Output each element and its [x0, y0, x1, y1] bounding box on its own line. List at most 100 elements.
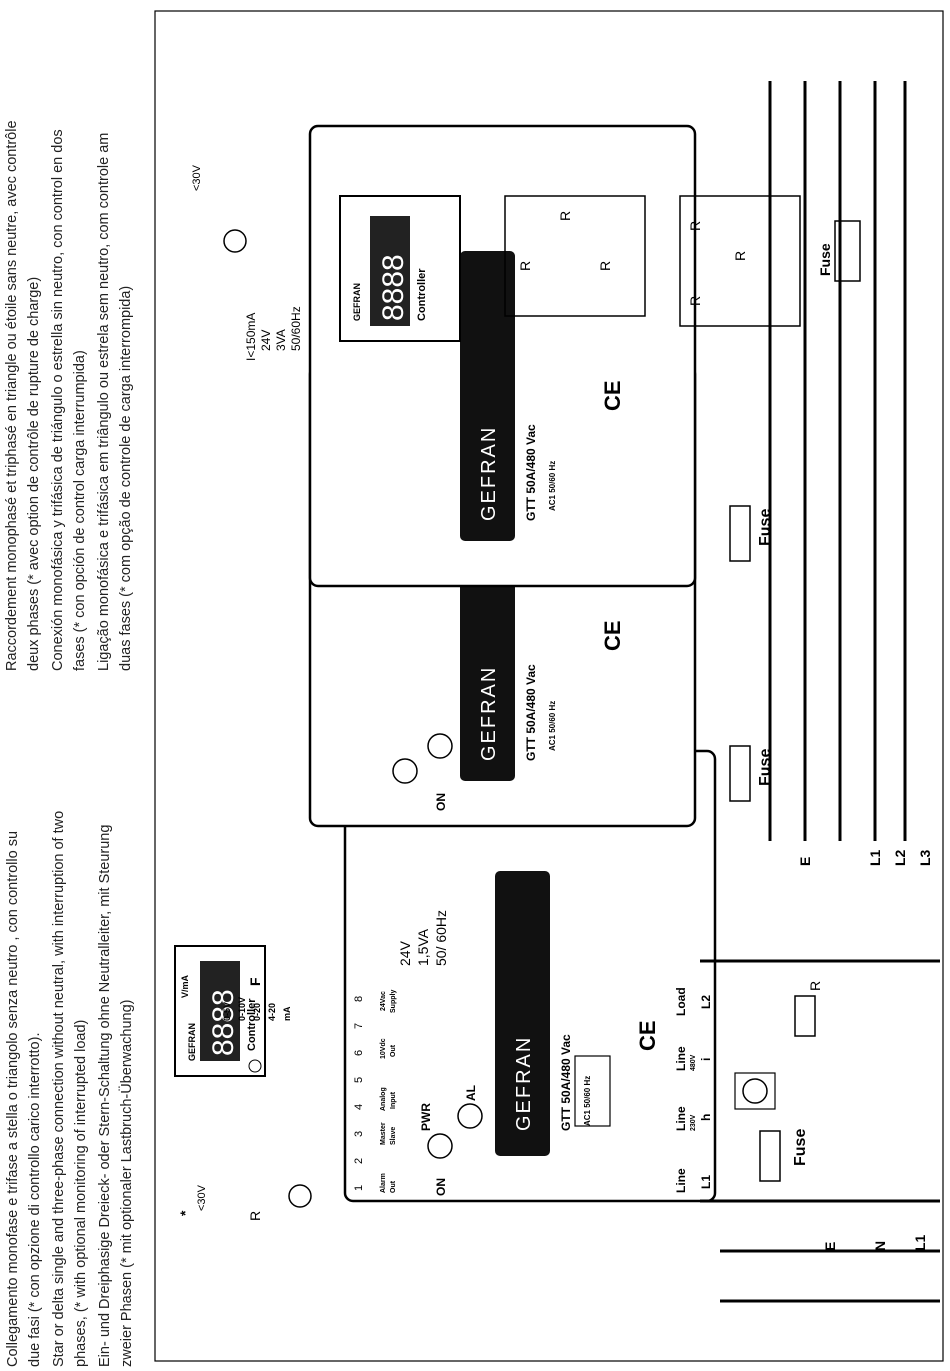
- label-out: Out: [390, 1044, 397, 1057]
- terminal-2: 2: [353, 1158, 365, 1164]
- signal-ma: mA: [282, 1006, 292, 1021]
- label-r-star-1: R: [687, 296, 703, 306]
- device-frequency: AC1 50/60 Hz: [583, 1076, 592, 1126]
- label-analog: Analog: [380, 1087, 387, 1111]
- supply-3va-right: 3VA: [274, 329, 288, 351]
- label-line-3: Line: [674, 1046, 688, 1071]
- label-slave: Slave: [390, 1127, 397, 1145]
- terminal-5: 5: [353, 1077, 365, 1083]
- controller-brand: GEFRAN: [187, 1023, 197, 1061]
- controller-digits: 8888: [207, 989, 240, 1056]
- label-e-right: E: [797, 857, 813, 866]
- supply-hz-right: 50/60Hz: [289, 306, 303, 351]
- terminal-3: 3: [353, 1131, 365, 1137]
- device-model: GTT 50A/480 Vac: [559, 1034, 573, 1131]
- alarm-voltage: <30V: [196, 1184, 208, 1211]
- fuse-right-lower: [729, 745, 751, 802]
- ce-mark-lower: CE: [600, 620, 625, 651]
- controller-right-brand: GEFRAN: [352, 283, 362, 321]
- controller: GEFRAN 8888 Controller F V/mA 0-5V 0-10V…: [174, 945, 292, 1077]
- label-alarm-out: Out: [390, 1180, 397, 1193]
- controller-f-key: F: [247, 977, 263, 986]
- current-limit: I<150mA: [244, 313, 258, 361]
- label-10vdc: 10Vdc: [380, 1038, 387, 1059]
- ce-mark-upper: CE: [600, 380, 625, 411]
- brand-bar: [495, 871, 550, 1156]
- label-n: N: [872, 1241, 888, 1251]
- supply-15va: 1,5VA: [415, 928, 431, 966]
- diagram-frame: [154, 10, 944, 1362]
- display-window: [574, 1055, 611, 1127]
- device-model-upper: GTT 50A/480 Vac: [524, 424, 538, 521]
- label-l3-right: L3: [917, 849, 933, 866]
- label-r-alarm: R: [247, 1211, 263, 1221]
- label-fuse-right-upper: Fuse: [757, 509, 774, 546]
- signal-4-20: 4-20: [267, 1003, 277, 1021]
- controller-right-digits: 8888: [377, 254, 410, 321]
- controller-display: [200, 961, 240, 1061]
- label-l2: L2: [699, 995, 713, 1009]
- supply-24v: 24V: [397, 940, 413, 966]
- label-r-left: R: [807, 981, 823, 991]
- resistor-left: [794, 995, 816, 1037]
- label-pwr: PWR: [419, 1103, 433, 1131]
- pwr-led: [427, 1133, 453, 1159]
- label-480v: 480V: [690, 1054, 697, 1071]
- label-r-delta-1: R: [517, 261, 533, 271]
- fuse-load: [834, 220, 861, 282]
- supply-24v-right: 24V: [259, 330, 273, 351]
- label-l1-line: L1: [912, 1234, 928, 1251]
- controller-right-label: Controller: [416, 268, 428, 321]
- device-brand-lower: GEFRAN: [478, 666, 500, 761]
- single-phase-diagram: GEFRAN GTT 50A/480 Vac AC1 50/60 Hz 1 2 …: [174, 749, 940, 1303]
- alarm-voltage-right: <30V: [191, 164, 203, 191]
- gtt-device: GEFRAN GTT 50A/480 Vac AC1 50/60 Hz 1 2 …: [343, 749, 776, 1203]
- alarm-lamp-right: [223, 229, 247, 253]
- label-line-2: Line: [674, 1106, 688, 1131]
- label-fuse-left: Fuse: [792, 1129, 809, 1166]
- label-24vac: 24Vac: [380, 991, 387, 1011]
- label-supply: Supply: [390, 990, 397, 1013]
- device-frequency-upper: AC1 50/60 Hz: [548, 461, 557, 511]
- terminal-8: 8: [353, 996, 365, 1002]
- label-input: Input: [390, 1091, 397, 1109]
- label-h: h: [699, 1114, 713, 1121]
- device-brand: GEFRAN: [513, 1036, 535, 1131]
- ce-mark: CE: [635, 1020, 660, 1051]
- fuse-right-upper: [729, 505, 751, 562]
- label-on: ON: [434, 1178, 448, 1196]
- controller-label: Controller: [246, 998, 258, 1051]
- supply-hz: 50/ 60Hz: [433, 910, 449, 966]
- label-l1: L1: [699, 1175, 713, 1189]
- label-master: Master: [380, 1122, 387, 1145]
- terminal-7: 7: [353, 1023, 365, 1029]
- al-led: [457, 1103, 483, 1129]
- label-l2-right: L2: [892, 849, 908, 866]
- signal-title: V/mA: [180, 974, 190, 998]
- three-phase-diagram: GEFRAN GTT 50A/480 Vac AC1 50/60 Hz ON C…: [191, 81, 933, 866]
- controller-knob: [248, 1059, 262, 1073]
- device-model-lower: GTT 50A/480 Vac: [524, 664, 538, 761]
- label-fuse-right-lower: Fuse: [757, 749, 774, 786]
- terminal-6: 6: [353, 1050, 365, 1056]
- terminal-1: 1: [353, 1185, 365, 1191]
- label-alarm: Alarm: [380, 1173, 387, 1193]
- signal-0-10v: 0-10V: [237, 997, 247, 1021]
- label-r-delta-3: R: [557, 211, 573, 221]
- label-r-star-3: R: [732, 251, 748, 261]
- label-on-lower: ON: [434, 793, 448, 811]
- label-al: AL: [464, 1085, 478, 1101]
- alarm-lamp: [288, 1184, 312, 1208]
- label-i: i: [699, 1058, 713, 1061]
- device-brand-upper: GEFRAN: [478, 426, 500, 521]
- label-l1-right: L1: [867, 849, 883, 866]
- controller-right: 8888 Controller GEFRAN: [339, 195, 461, 342]
- signal-0-20: 0-20: [252, 1003, 262, 1021]
- label-line-1: Line: [674, 1168, 688, 1193]
- label-230v: 230V: [690, 1114, 697, 1131]
- ground-terminal: [742, 1078, 768, 1104]
- delta-load-box: [504, 195, 646, 317]
- label-fuse-load: Fuse: [817, 243, 833, 276]
